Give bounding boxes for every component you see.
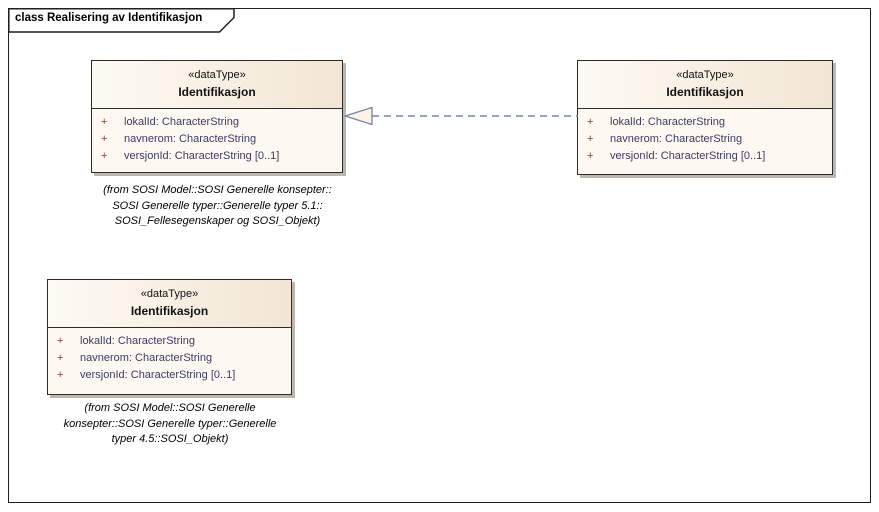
stereotype-label: «dataType» <box>140 288 199 300</box>
attributes-compartment: + lokalId: CharacterString + navnerom: Cha… <box>578 109 832 165</box>
class-header: «dataType» Identifikasjon <box>92 61 342 109</box>
class-box-identifikasjon-top-right[interactable]: «dataType» Identifikasjon + lokalId: Char… <box>577 60 833 175</box>
package-origin-note-bottom: (from SOSI Model::SOSI Generelle konsept… <box>63 402 277 445</box>
attribute-text: lokalId: CharacterString <box>610 116 725 128</box>
realization-arrow[interactable] <box>343 103 579 129</box>
attributes-compartment: + lokalId: CharacterString + navnerom: Cha… <box>92 109 342 165</box>
diagram-title: class Realisering av Identifikasjon <box>15 12 203 24</box>
attribute-row: + lokalId: CharacterString <box>578 114 832 131</box>
attribute-text: versjonId: CharacterString [0..1] <box>124 150 280 162</box>
attribute-row: + lokalId: CharacterString <box>92 114 342 131</box>
class-name: Identifikasjon <box>666 85 744 99</box>
attribute-text: lokalId: CharacterString <box>80 335 195 347</box>
package-origin-note-top: (from SOSI Model::SOSI Generelle konsept… <box>103 184 332 227</box>
attribute-text: lokalId: CharacterString <box>124 116 239 128</box>
attribute-text: versjonId: CharacterString [0..1] <box>610 150 766 162</box>
visibility-sign: + <box>57 352 64 364</box>
attribute-row: + versjonId: CharacterString [0..1] <box>92 148 342 165</box>
attribute-row: + navnerom: CharacterString <box>92 131 342 148</box>
class-name: Identifikasjon <box>178 85 256 99</box>
attribute-row: + navnerom: CharacterString <box>578 131 832 148</box>
class-header: «dataType» Identifikasjon <box>48 280 291 328</box>
attribute-text: navnerom: CharacterString <box>80 352 213 364</box>
visibility-sign: + <box>587 116 594 128</box>
attribute-row: + navnerom: CharacterString <box>48 350 291 367</box>
class-box-identifikasjon-bottom-left[interactable]: «dataType» Identifikasjon + lokalId: Char… <box>47 279 292 395</box>
attribute-row: + versjonId: CharacterString [0..1] <box>48 367 291 384</box>
class-box-identifikasjon-top-left[interactable]: «dataType» Identifikasjon + lokalId: Char… <box>91 60 343 173</box>
realization-arrowhead-icon <box>343 106 373 126</box>
visibility-sign: + <box>101 150 108 162</box>
attribute-text: navnerom: CharacterString <box>610 133 743 145</box>
attribute-text: navnerom: CharacterString <box>124 133 257 145</box>
attributes-compartment: + lokalId: CharacterString + navnerom: Cha… <box>48 328 291 384</box>
stereotype-label: «dataType» <box>188 69 246 81</box>
attribute-row: + lokalId: CharacterString <box>48 333 291 350</box>
visibility-sign: + <box>57 335 64 347</box>
class-name: Identifikasjon <box>130 304 209 318</box>
frame-label-tab-shape <box>8 8 235 33</box>
visibility-sign: + <box>101 116 108 128</box>
visibility-sign: + <box>587 150 594 162</box>
stereotype-label: «dataType» <box>676 69 734 81</box>
visibility-sign: + <box>101 133 108 145</box>
class-header: «dataType» Identifikasjon <box>578 61 832 109</box>
attribute-row: + versjonId: CharacterString [0..1] <box>578 148 832 165</box>
attribute-text: versjonId: CharacterString [0..1] <box>80 369 236 381</box>
visibility-sign: + <box>57 369 64 381</box>
visibility-sign: + <box>587 133 594 145</box>
